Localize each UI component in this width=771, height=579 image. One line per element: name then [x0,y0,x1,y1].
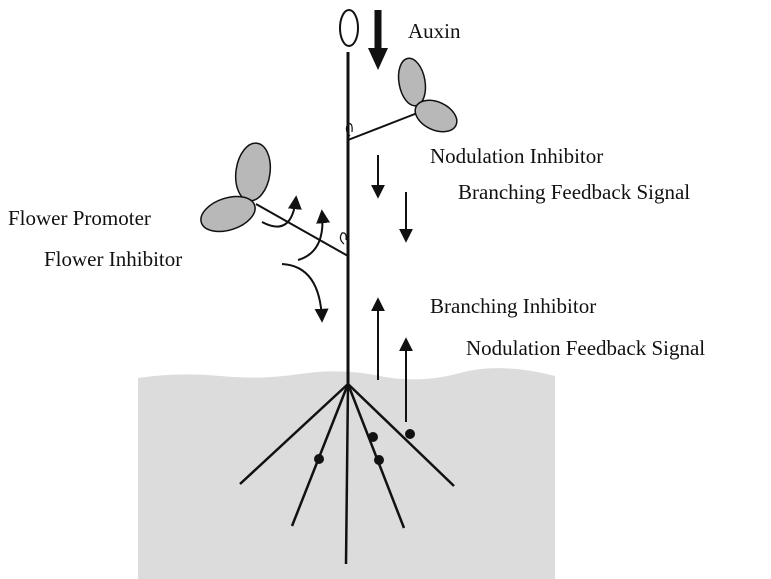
apical-bud [340,10,358,46]
flower-inhibitor-path [298,212,323,260]
label-nodulation-inhibitor: Nodulation Inhibitor [430,144,603,168]
flower-inhibitor-down [282,264,322,320]
auxin-arrow [368,10,388,70]
label-auxin: Auxin [408,19,461,43]
lower-leaf-top [232,141,274,203]
label-flower-promoter: Flower Promoter [8,206,151,230]
lower-branch [256,204,348,256]
upper-branch [348,112,420,140]
lower-axillary-bud [340,233,346,244]
flower-promoter-path [262,198,296,227]
label-flower-inhibitor: Flower Inhibitor [44,247,182,271]
label-branching-inhibitor: Branching Inhibitor [430,294,596,318]
label-branching-feedback-signal: Branching Feedback Signal [458,180,690,204]
label-nodulation-feedback-signal: Nodulation Feedback Signal [466,336,705,360]
